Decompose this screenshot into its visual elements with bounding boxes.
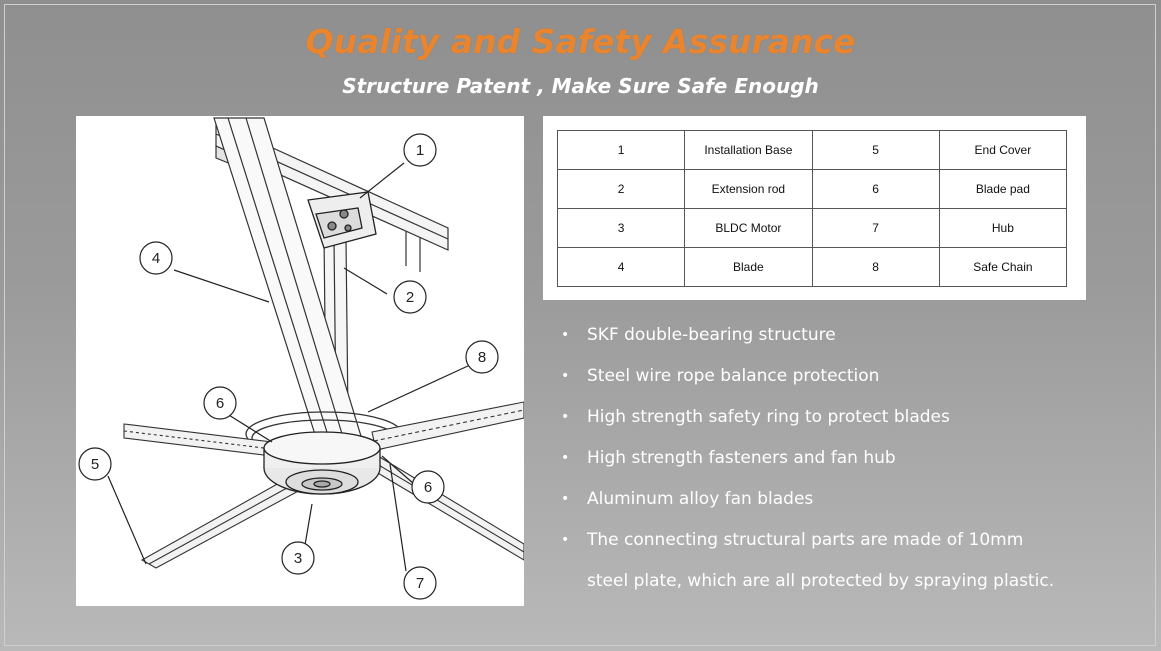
part-name: Extension rod	[684, 169, 813, 209]
part-name: Installation Base	[684, 130, 813, 170]
callout-8: 8	[465, 340, 499, 374]
list-item-continuation: steel plate, which are all protected by …	[587, 571, 1055, 591]
callout-leaders	[107, 162, 471, 572]
blade-right	[371, 401, 524, 451]
callout-3: 3	[281, 541, 315, 575]
list-item: •High strength safety ring to protect bl…	[556, 398, 1136, 439]
callout-5: 5	[78, 447, 112, 481]
svg-text:5: 5	[91, 456, 99, 473]
part-number: 6	[811, 169, 940, 209]
list-item: •Steel wire rope balance protection	[556, 357, 1136, 398]
bullet-icon: •	[561, 327, 570, 343]
callout-6-right: 6	[411, 470, 445, 504]
part-name: End Cover	[938, 130, 1068, 170]
callout-7: 7	[403, 566, 437, 600]
svg-text:4: 4	[152, 250, 160, 267]
svg-text:3: 3	[294, 550, 302, 567]
slide-title: Quality and Safety Assurance	[305, 22, 856, 61]
callout-6-left: 6	[203, 386, 237, 420]
table-row: 2 Extension rod 6 Blade pad	[556, 169, 1068, 209]
part-name: Safe Chain	[938, 247, 1068, 287]
part-name: Hub	[938, 208, 1068, 248]
svg-text:8: 8	[478, 349, 486, 366]
slide-subtitle: Structure Patent , Make Sure Safe Enough	[342, 74, 819, 98]
bullet-icon: •	[561, 409, 570, 425]
installation-base	[307, 191, 377, 249]
callout-4: 4	[139, 241, 173, 275]
svg-text:7: 7	[416, 575, 424, 592]
svg-text:6: 6	[216, 395, 224, 412]
svg-text:2: 2	[406, 289, 414, 306]
list-item: •SKF double-bearing structure	[556, 316, 1136, 357]
bullet-icon: •	[561, 532, 570, 548]
svg-text:1: 1	[416, 142, 424, 159]
part-name: Blade pad	[938, 169, 1068, 209]
part-number: 4	[556, 247, 686, 287]
parts-legend-panel: 1 Installation Base 5 End Cover 2 Extens…	[543, 116, 1086, 300]
part-name: Blade	[684, 247, 813, 287]
part-number: 7	[811, 208, 940, 248]
table-row: 4 Blade 8 Safe Chain	[556, 247, 1068, 287]
blade-bottom-left	[140, 477, 306, 569]
part-number: 2	[556, 169, 686, 209]
part-number: 1	[556, 130, 686, 170]
callout-1: 1	[403, 133, 437, 167]
fan-drawing: 1 2 3 4 5 6 6	[78, 117, 524, 600]
table-row: 3 BLDC Motor 7 Hub	[556, 208, 1068, 248]
list-item: •High strength fasteners and fan hub	[556, 439, 1136, 480]
fan-structure-diagram: 1 2 3 4 5 6 6	[76, 116, 524, 606]
part-name: BLDC Motor	[684, 208, 813, 248]
part-number: 3	[556, 208, 686, 248]
list-item: •The connecting structural parts are mad…	[556, 521, 1136, 562]
part-number: 8	[811, 247, 940, 287]
svg-text:6: 6	[424, 479, 432, 496]
slide-frame	[4, 4, 1156, 646]
bullet-icon: •	[561, 491, 570, 507]
feature-list: •SKF double-bearing structure •Steel wir…	[556, 316, 1136, 603]
table-row: 1 Installation Base 5 End Cover	[556, 130, 1068, 170]
parts-table: 1 Installation Base 5 End Cover 2 Extens…	[556, 130, 1068, 287]
bullet-icon: •	[561, 368, 570, 384]
motor-hub	[263, 431, 381, 495]
list-item: •Aluminum alloy fan blades	[556, 480, 1136, 521]
part-number: 5	[811, 130, 940, 170]
bullet-icon: •	[561, 450, 570, 466]
blade-bottom-right	[365, 455, 524, 561]
callout-2: 2	[393, 280, 427, 314]
